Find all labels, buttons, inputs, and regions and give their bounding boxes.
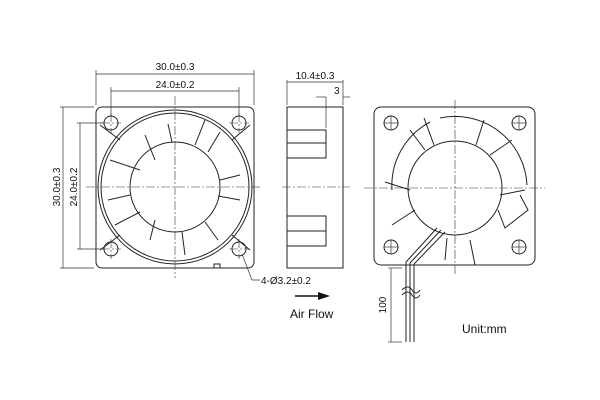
height-overall-dim: 30.0±0.3 xyxy=(52,167,63,206)
back-mounting-holes xyxy=(383,115,527,255)
lead-length-dim: 100 xyxy=(378,296,389,313)
air-flow-label: Air Flow xyxy=(290,307,334,321)
width-holes-dim: 24.0±0.2 xyxy=(156,80,195,91)
hole-callout: 4-Ø3.2±0.2 xyxy=(261,276,311,287)
back-view: 100 xyxy=(364,100,545,343)
thickness-dim: 10.4±0.3 xyxy=(296,71,335,82)
offset-dim: 3 xyxy=(334,86,340,97)
side-view: 10.4±0.3 3 xyxy=(282,71,350,269)
width-overall-dim: 30.0±0.3 xyxy=(156,62,195,73)
lead-wires xyxy=(401,227,446,342)
unit-label: Unit:mm xyxy=(462,322,507,336)
front-view xyxy=(86,96,262,278)
air-flow-indicator: Air Flow xyxy=(290,292,334,321)
height-holes-dim: 24.0±0.2 xyxy=(69,167,80,206)
